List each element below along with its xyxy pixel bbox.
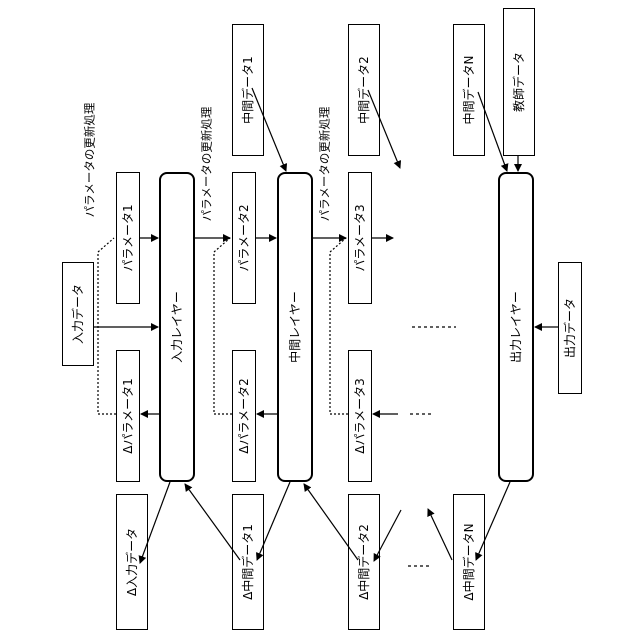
arrow-middleN-to-output-layer — [478, 92, 507, 171]
arrow-middle1-to-layer — [252, 88, 286, 171]
arrow-delta-middleN-to-previous — [428, 509, 452, 560]
arrow-next-to-delta-middle2 — [374, 510, 401, 561]
arrow-layer-to-delta-input — [140, 482, 170, 563]
arrow-delta-middle2-to-middle-layer — [304, 484, 358, 560]
arrow-layer-to-delta-middle1 — [257, 482, 290, 560]
arrow-middle2-to-next — [368, 90, 400, 168]
dotted-update-loop-3 — [330, 238, 348, 414]
dotted-update-loop-2 — [214, 238, 232, 414]
arrow-output-layer-to-delta-middleN — [476, 482, 510, 560]
arrow-delta-middle1-to-input-layer — [185, 484, 240, 560]
dotted-update-loop-1 — [98, 238, 116, 414]
